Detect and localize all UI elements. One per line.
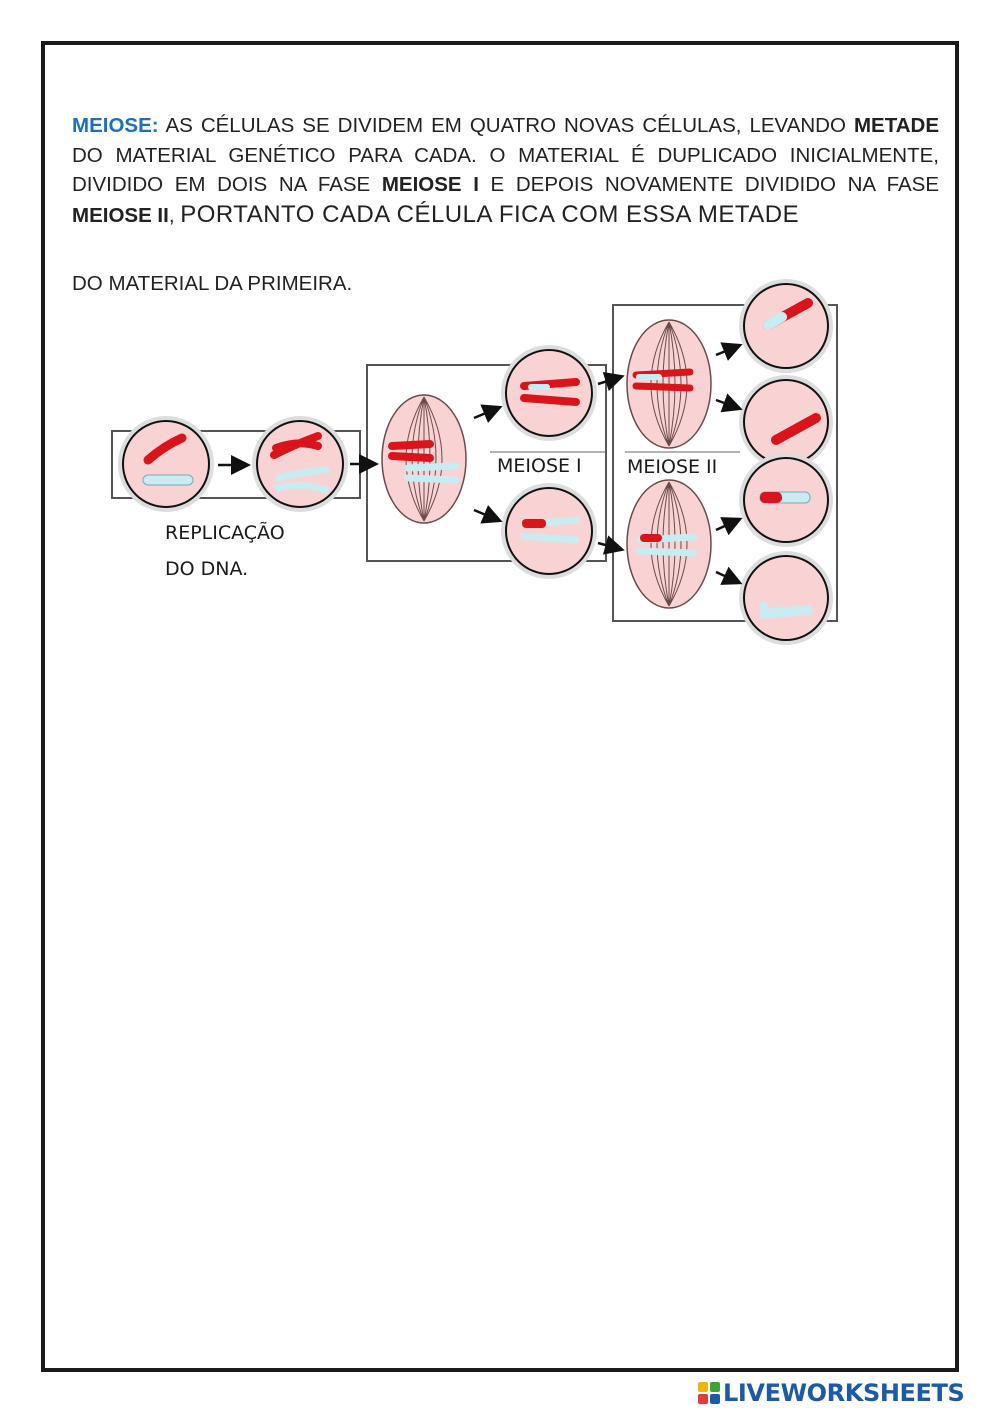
meiosis-i-label: MEIOSE I bbox=[497, 455, 582, 477]
meiosis-ii-box bbox=[612, 304, 838, 622]
cell-meiosis-i-top bbox=[501, 345, 597, 441]
replication-label-line1: REPLICAÇÃO bbox=[165, 522, 285, 544]
replication-label-line2: DO DNA. bbox=[165, 558, 249, 580]
intro-paragraph: MEIOSE: AS CÉLULAS SE DIVIDEM EM QUATRO … bbox=[72, 114, 939, 228]
gamete-4 bbox=[739, 551, 833, 645]
liveworksheets-icon bbox=[698, 1382, 720, 1404]
liveworksheets-logo: LIVEWORKSHEETS bbox=[698, 1378, 965, 1408]
meiosis-ii-keyword: MEIOSE II bbox=[72, 203, 169, 227]
cell-original bbox=[118, 416, 214, 512]
meiosis-keyword: MEIOSE: bbox=[72, 114, 159, 137]
gamete-2 bbox=[739, 375, 833, 469]
cell-replicated bbox=[252, 416, 348, 512]
arrows bbox=[218, 342, 743, 585]
half-keyword: METADE bbox=[853, 114, 939, 137]
liveworksheets-wordmark: LIVEWORKSHEETS bbox=[723, 1379, 965, 1407]
cell-metaphase-ii-top bbox=[626, 319, 712, 449]
cell-meiosis-i-bottom bbox=[501, 483, 597, 579]
meiosis-i-keyword: MEIOSE I bbox=[381, 173, 479, 196]
meiosis-diagram bbox=[111, 279, 838, 645]
gamete-1 bbox=[739, 279, 833, 373]
intro-paragraph-end: DO MATERIAL DA PRIMEIRA. bbox=[72, 272, 353, 295]
cell-metaphase-i bbox=[381, 394, 467, 524]
cell-metaphase-ii-bottom bbox=[626, 479, 712, 609]
gamete-3 bbox=[739, 453, 833, 547]
page-frame bbox=[41, 41, 959, 1372]
meiosis-ii-label: MEIOSE II bbox=[627, 456, 718, 478]
